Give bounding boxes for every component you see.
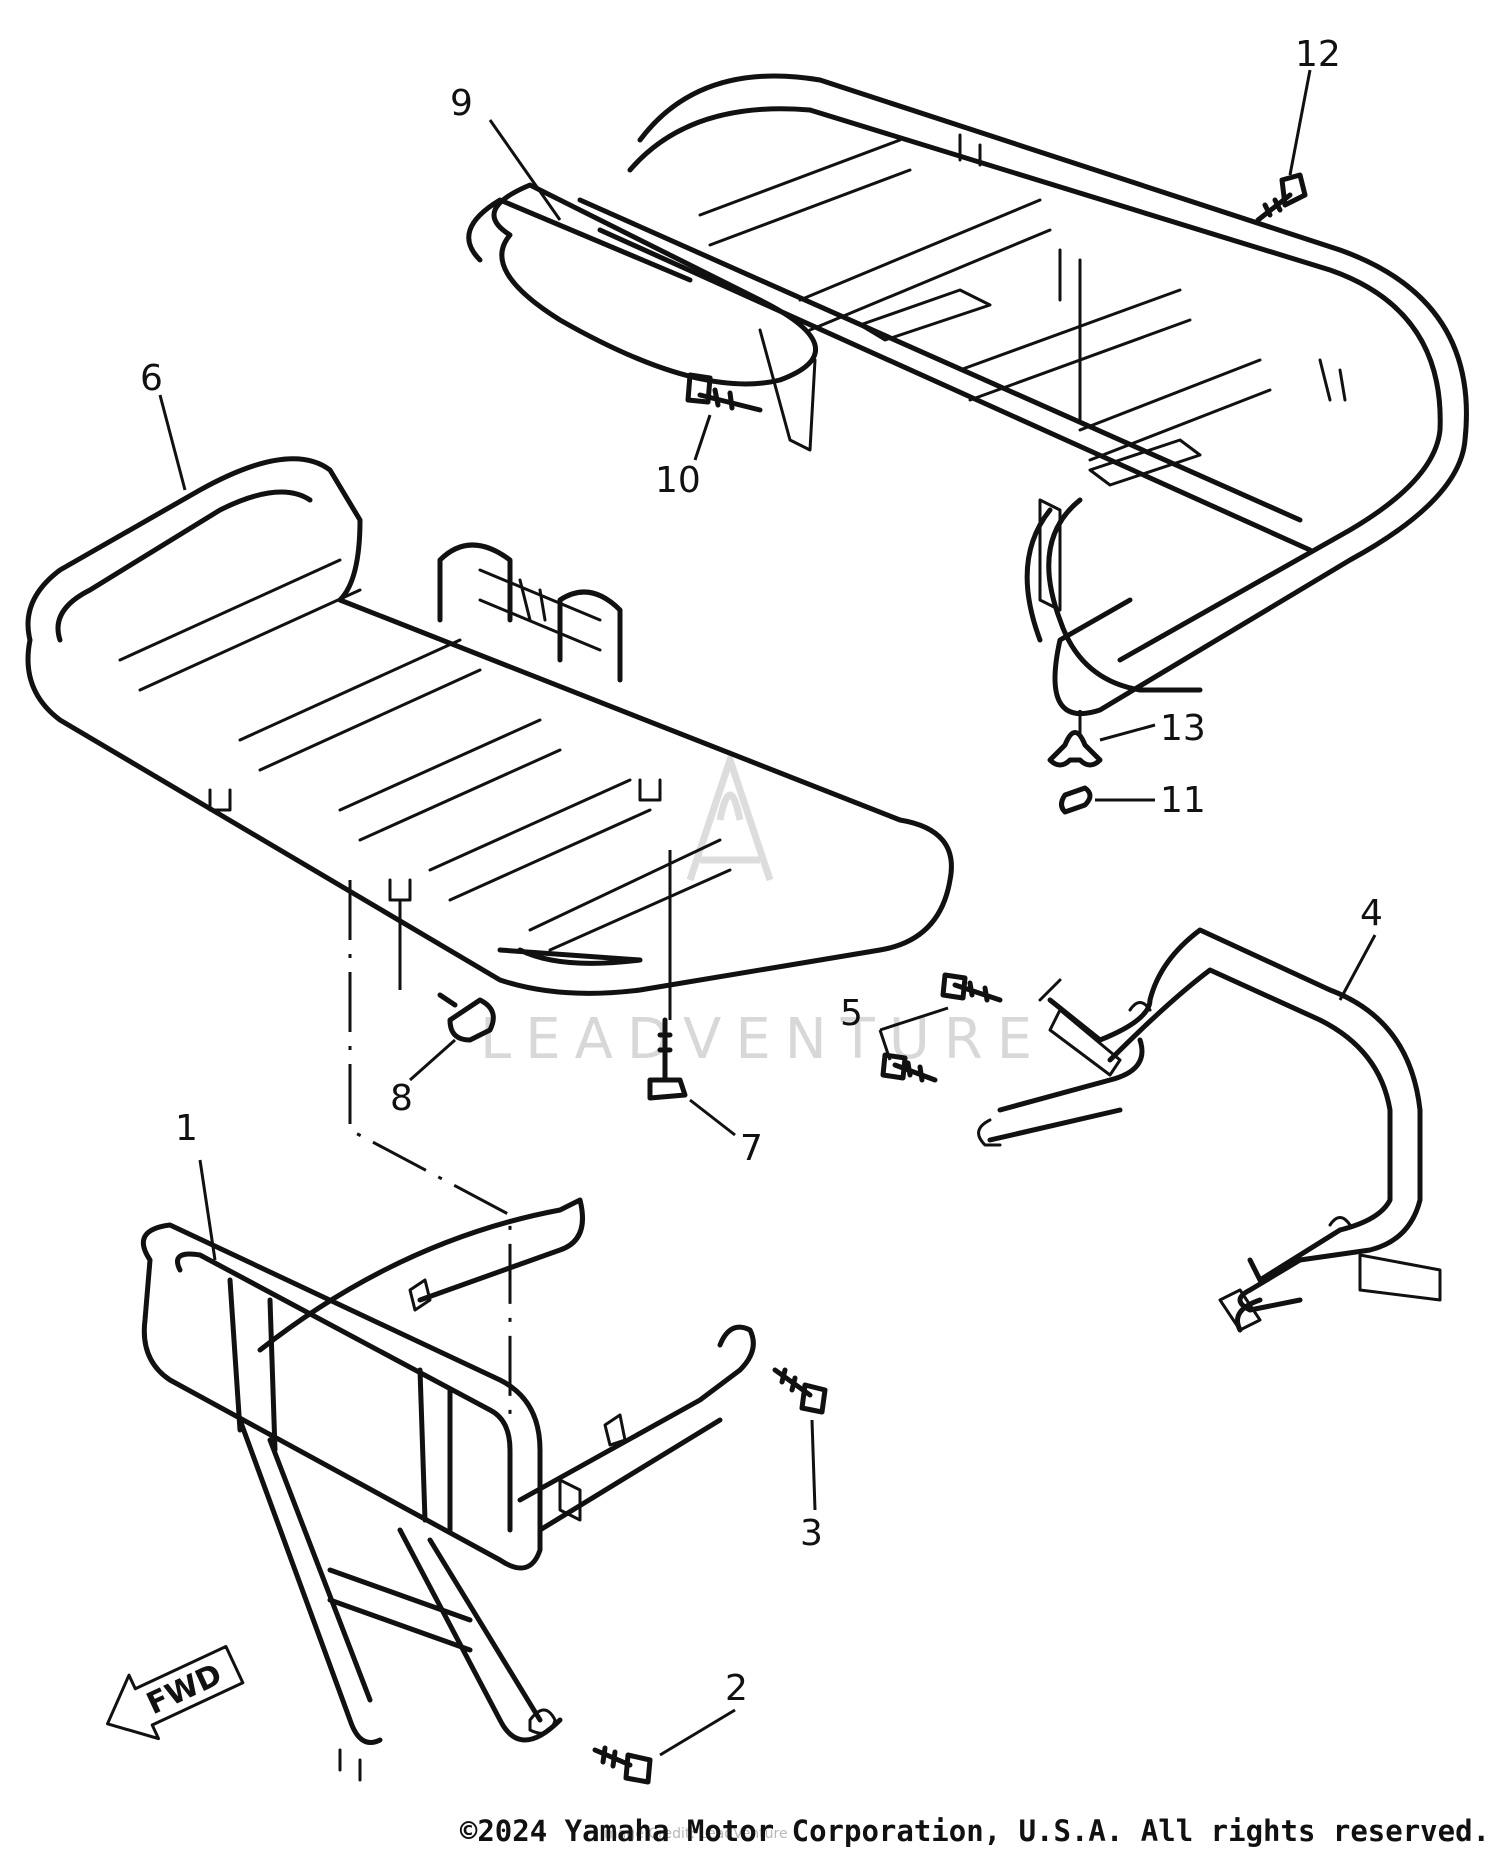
callout-13: 13 xyxy=(1160,708,1206,749)
callout-12: 12 xyxy=(1295,34,1341,75)
callout-6: 6 xyxy=(140,358,163,399)
callout-1: 1 xyxy=(175,1108,198,1149)
alignment-line xyxy=(348,880,512,1420)
watermark-text: LEADVENTURE xyxy=(480,1007,1046,1072)
callout-3: 3 xyxy=(800,1513,823,1554)
watermark: LEADVENTURE xyxy=(480,748,1046,1072)
leader-lines xyxy=(158,69,1377,1757)
callout-11: 11 xyxy=(1160,780,1206,821)
callout-2: 2 xyxy=(725,1668,748,1709)
bolt-8 xyxy=(437,992,496,1043)
callout-7: 7 xyxy=(740,1128,763,1169)
callout-9: 9 xyxy=(450,83,473,124)
grommet-11 xyxy=(1059,785,1093,815)
bolts-5 xyxy=(880,972,1003,1083)
callout-10: 10 xyxy=(655,460,701,501)
bolt-12 xyxy=(1255,172,1308,223)
front-carrier xyxy=(25,456,954,1020)
copyright-notice: ©2024 Yamaha Motor Corporation, U.S.A. A… xyxy=(459,1814,1490,1848)
bolt-3 xyxy=(772,1367,828,1415)
bolt-7 xyxy=(647,1017,688,1101)
image-credit: Image Credit: LeadVenture xyxy=(600,1826,788,1842)
bolt-2 xyxy=(592,1745,653,1785)
front-bumper-guard xyxy=(140,1197,756,1782)
clip-13 xyxy=(1047,730,1103,768)
callout-8: 8 xyxy=(390,1078,413,1119)
rear-carrier xyxy=(466,73,1469,717)
fwd-arrow-icon: FWD xyxy=(105,1645,245,1741)
callout-labels: 1 2 3 4 5 6 7 8 9 10 11 12 13 xyxy=(140,34,1383,1709)
watermark-logo-icon xyxy=(686,748,774,882)
bolt-10 xyxy=(685,372,763,413)
callout-5: 5 xyxy=(840,993,863,1034)
callout-4: 4 xyxy=(1360,893,1383,934)
rear-guard xyxy=(977,927,1442,1333)
